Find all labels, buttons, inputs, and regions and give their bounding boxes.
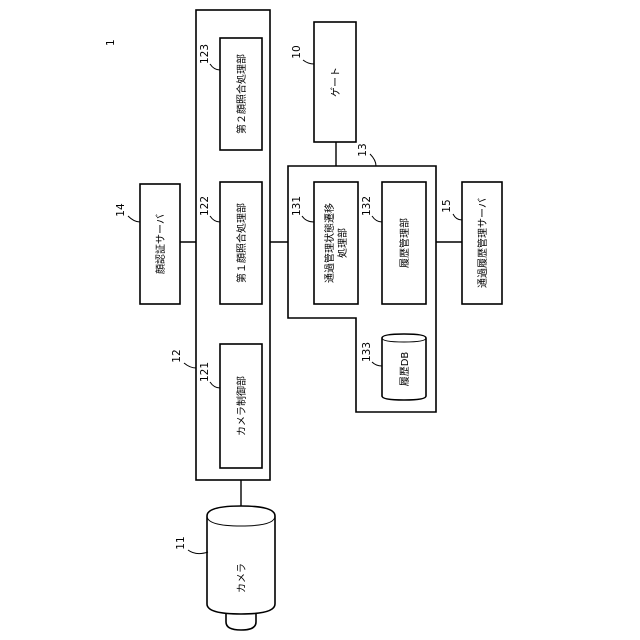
- second-matching-ref: 123: [199, 44, 211, 64]
- gate-label: ゲート: [330, 67, 342, 97]
- face-matching-device-ref-leader: [184, 363, 196, 368]
- state-transition-unit-label-line2: 処理部: [336, 228, 349, 258]
- history-management-ref: 132: [361, 196, 373, 216]
- camera-label: カメラ: [236, 563, 248, 593]
- camera-control-unit-label: カメラ制御部: [235, 376, 248, 436]
- face-matching-device-ref: 12: [171, 349, 183, 362]
- state-transition-unit-label-line1: 通過管理状態遷移: [323, 203, 336, 283]
- gate-control-device-ref: 13: [357, 143, 369, 156]
- gate-ref-leader: [303, 60, 314, 64]
- first-matching-unit-label: 第１顔照合処理部: [235, 203, 248, 283]
- camera-control-ref: 121: [199, 362, 211, 382]
- camera-ref-leader: [188, 550, 208, 554]
- history-server-ref: 15: [441, 199, 453, 212]
- face-auth-server-label: 顔認証サーバ: [154, 214, 167, 274]
- history-server-label: 通過履歴管理サーバ: [476, 198, 489, 288]
- state-transition-ref: 131: [291, 196, 303, 216]
- history-db-label: 履歴DB: [399, 352, 411, 387]
- gate-ref: 10: [291, 45, 303, 58]
- gate-control-device-ref-leader: [370, 154, 376, 166]
- first-matching-ref: 122: [199, 196, 211, 216]
- history-server-ref-leader: [453, 214, 462, 220]
- second-matching-unit-label: 第２顔照合処理部: [235, 54, 248, 134]
- history-db-ref: 133: [361, 342, 373, 362]
- face-auth-server-ref: 14: [115, 203, 127, 217]
- face-auth-server-ref-leader: [128, 216, 140, 222]
- camera-body: [207, 506, 275, 614]
- state-transition-unit-box: [314, 182, 358, 304]
- camera-ref: 11: [175, 536, 187, 549]
- history-management-unit-label: 履歴管理部: [398, 218, 411, 268]
- figure-number: 1: [105, 39, 117, 46]
